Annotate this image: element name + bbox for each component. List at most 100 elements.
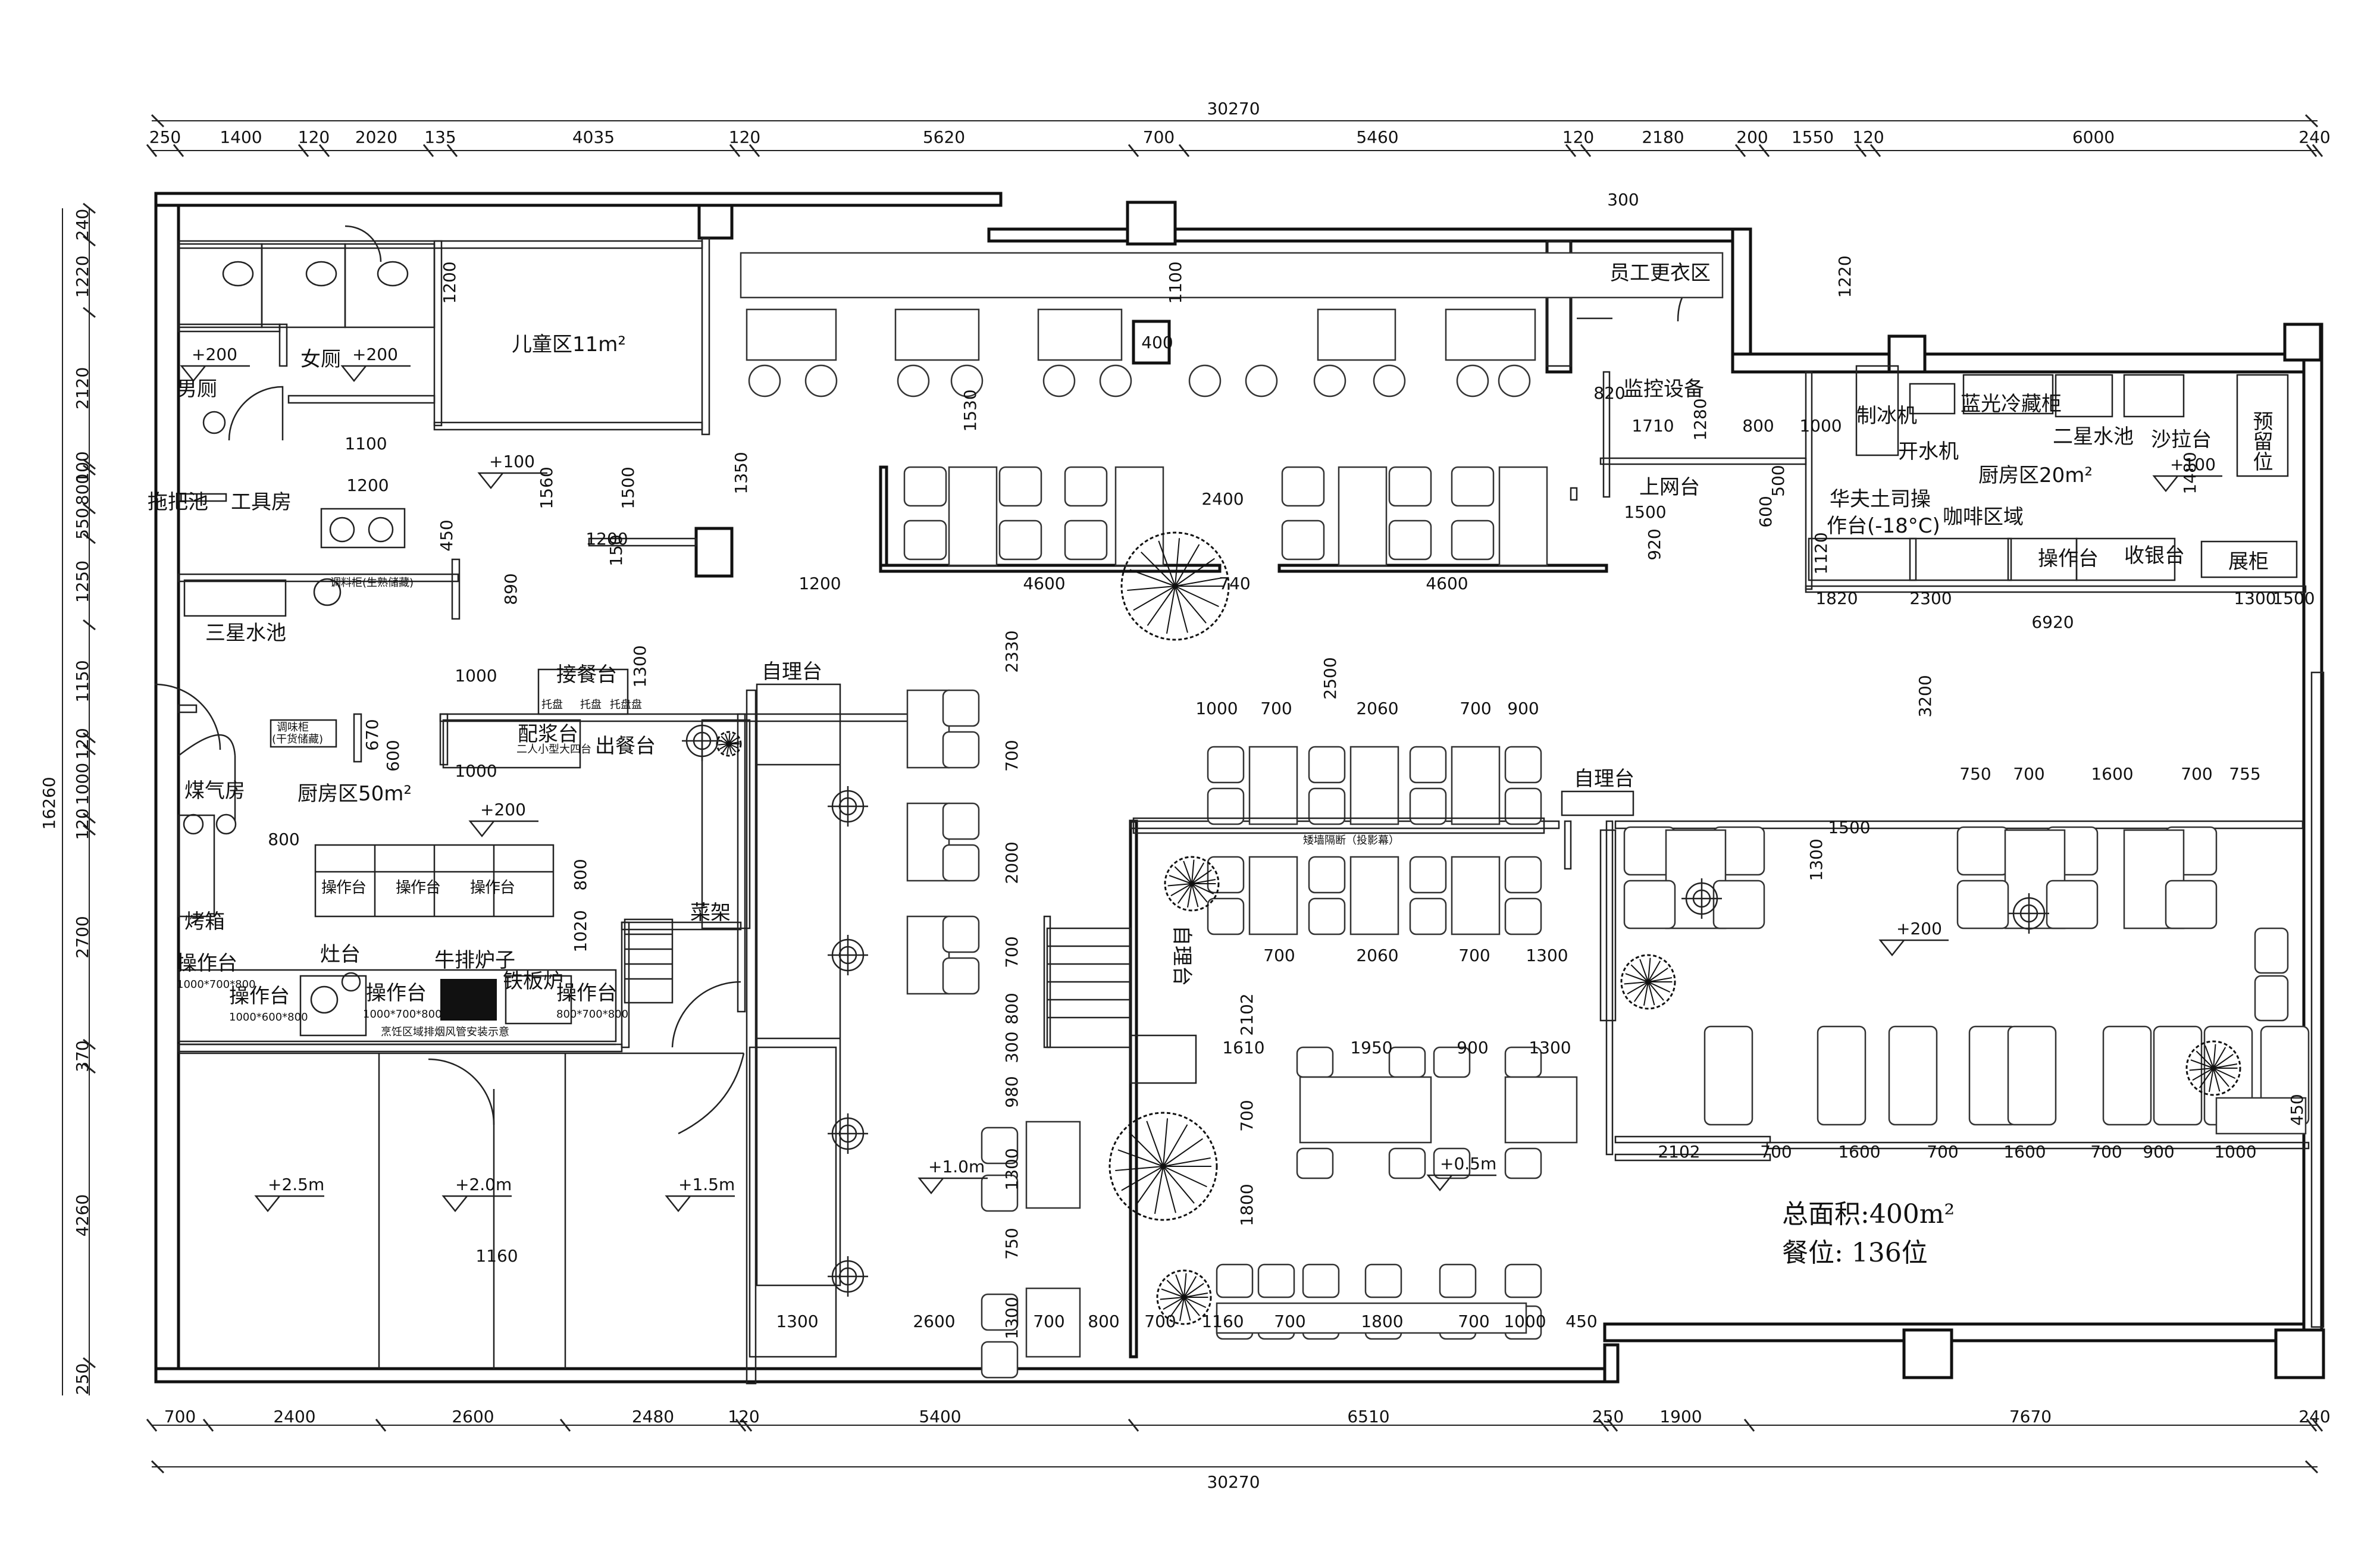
level-marker: +0.5m [1426,1154,1496,1192]
dim-bottom: 2600 [452,1407,494,1426]
label-womens-toilet: 女厕 [300,348,341,371]
chair [1817,1025,1867,1126]
dim-top: 4035 [572,127,615,147]
chair [1888,1025,1938,1126]
work-word: 台 [500,879,515,897]
dining-tables [740,252,2310,1379]
dim-top: 1400 [220,127,262,147]
dim-interior: 700 [1237,1100,1257,1131]
dim-interior: 2400 [1201,489,1244,509]
chair [1433,1147,1471,1179]
dim-top: 120 [1852,127,1884,147]
dining-table [1451,856,1501,935]
label-internet-desk: 上网台 [1639,475,1700,499]
equipment-specs: 1000*700*800 1000*600*800 1000*700*800 8… [177,577,1399,1038]
level-text: +2.5m [268,1175,324,1194]
label-coffee-area: 咖啡区域 [1943,505,2024,529]
dim-top: 5620 [923,127,965,147]
dim-interior: 1300 [630,645,650,687]
dim-interior: 1480 [2180,452,2200,494]
level-text: +0.5m [1440,1154,1496,1173]
dim-bottom: 700 [164,1407,196,1426]
spec-kitchen-note: 烹饪区域排烟风管安装示意 [381,1026,509,1038]
dim-interior: 300 [1607,190,1639,209]
dim-bottom: 240 [2298,1407,2330,1426]
dining-table [1025,1121,1081,1209]
dining-table [1025,1287,1081,1358]
dim-bottom: 2480 [632,1407,674,1426]
chair [1207,787,1245,825]
dim-top: 250 [149,127,181,147]
level-text: +200 [480,800,526,819]
chair [1388,1147,1426,1179]
label-oven: 烤箱 [184,910,225,934]
dim-interior: 700 [2090,1142,2122,1162]
dining-table [1248,856,1298,935]
dim-left: 1000 [73,763,92,805]
dim-interior: 700 [1260,699,1292,718]
dining-table [906,915,950,995]
dim-left-total: 16260 [39,777,59,830]
chair [2007,1025,2057,1126]
dim-interior: 2102 [1658,1142,1700,1162]
dining-table [740,252,1724,299]
chair [998,519,1042,561]
chair [1207,746,1245,784]
plant-icon [1620,954,1676,1010]
dim-top: 700 [1143,127,1175,147]
dim-interior: 1530 [960,389,980,431]
chair [1388,1046,1426,1078]
work-word: 操 [470,879,486,897]
dim-left: 550 [73,508,92,539]
label-op-station-4: 操作台 [556,981,617,1005]
dining-table [1114,466,1164,567]
dim-interior: 1120 [1811,532,1831,574]
total-area: 总面积:400m² [1782,1199,1955,1229]
dim-bottom: 6510 [1347,1407,1389,1426]
dim-interior: 6920 [2031,612,2074,632]
dim-interior: 800 [268,830,299,849]
label-pickup-counter: 接餐台 [556,663,617,687]
spec-op2: 1000*600*800 [229,1011,308,1024]
bar-stool [748,364,781,398]
dim-interior: 1200 [798,574,841,593]
chair [1504,1147,1542,1179]
outer-walls [154,192,2325,1384]
spec-cabinet: 调味柜 [277,721,309,734]
dining-table [1317,308,1396,361]
level-marker: +200 [468,800,538,838]
tree-icon [1108,1112,1218,1221]
bar-stool [1498,364,1531,398]
dim-interior: 1160 [1201,1312,1244,1331]
dim-interior: 1820 [1815,589,1858,608]
label-work-station-r: 操作台 [2038,547,2099,571]
label-water-boiler: 开水机 [1898,440,1959,464]
dim-interior: 740 [1219,574,1250,593]
dim-interior: 1500 [1624,502,1666,522]
dining-table [894,308,980,361]
kitchen50-equipment [177,668,629,1046]
chair [1504,1263,1542,1298]
label-self-service-3: 自理台 [1170,925,1194,986]
chair [1433,1046,1471,1078]
dim-interior: 1600 [2091,764,2133,784]
dim-interior: 700 [1033,1312,1064,1331]
level-text: +200 [192,345,237,364]
dim-interior: 820 [1593,383,1625,403]
dim-interior: 2500 [1320,657,1340,699]
chair [1504,897,1542,935]
label-reserved: 预留位 [2249,411,2273,471]
label-stove: 灶台 [320,943,361,966]
level-text: +2.0m [455,1175,512,1194]
label-three-star-sink: 三星水池 [205,621,286,645]
level-text: +200 [352,345,398,364]
chair [1308,897,1346,935]
chair [2254,927,2289,974]
dim-interior: 450 [2287,1094,2307,1125]
chair [1451,466,1495,507]
label-mens-toilet: 男厕 [177,377,217,401]
chair [1504,787,1542,825]
chair [981,1341,1019,1379]
summary: 总面积:400m² 餐位: 136位 [1782,1199,1955,1268]
dim-interior: 1600 [2003,1142,2046,1162]
